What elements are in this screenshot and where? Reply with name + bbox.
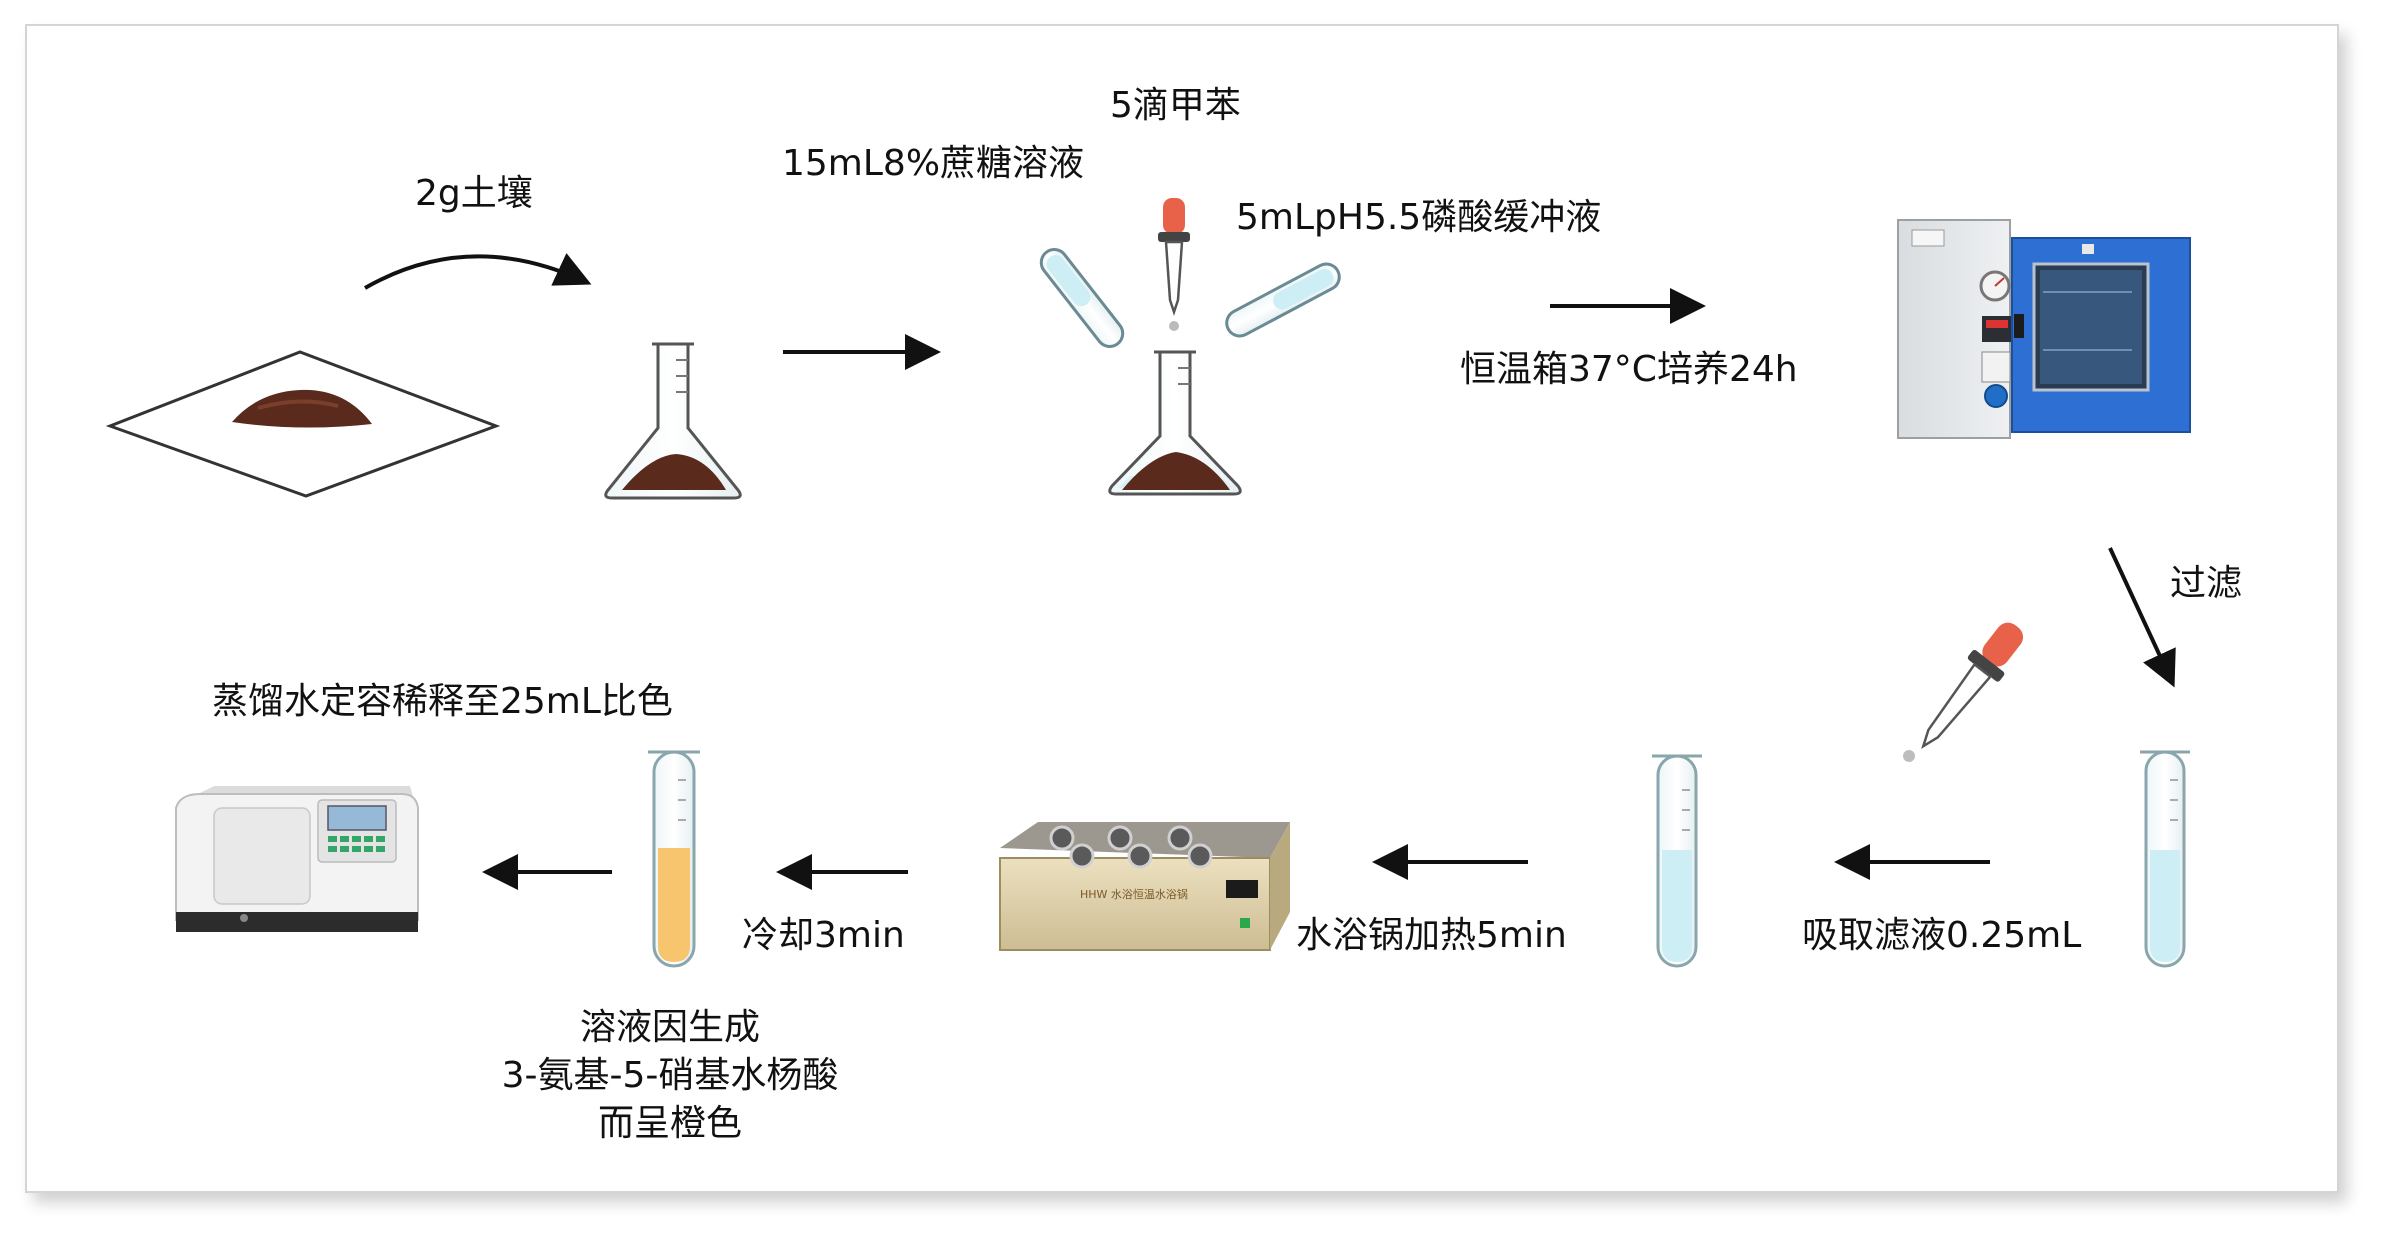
label-result-line-2: 3-氨基-5-硝基水杨酸	[501, 1055, 839, 1096]
filtrate-tube	[2140, 750, 2190, 968]
spectrophotometer	[175, 786, 419, 932]
reagent-tube-right	[1225, 262, 1341, 338]
label-incubate: 恒温箱37°C培养24h	[1460, 349, 1798, 390]
bath-plate-text: HHW 水浴恒温水浴锅	[1080, 888, 1188, 901]
pipette-dropper	[1903, 622, 2024, 762]
label-soil: 2g土壤	[415, 173, 533, 214]
curved-arrow	[364, 253, 592, 290]
water-bath: HHW 水浴恒温水浴锅	[999, 822, 1290, 951]
arrow-filter	[2108, 547, 2176, 688]
label-result-line-3: 而呈橙色	[597, 1103, 742, 1144]
label-heat: 水浴锅加热5min	[1296, 915, 1567, 956]
label-buffer: 5mLpH5.5磷酸缓冲液	[1236, 197, 1602, 238]
label-result: 溶液因生成 3-氨基-5-硝基水杨酸 而呈橙色	[430, 1006, 910, 1146]
soil-on-paper	[105, 350, 501, 498]
sample-tube	[1652, 754, 1702, 968]
label-sucrose: 15mL8%蔗糖溶液	[782, 143, 1085, 184]
label-cool: 冷却3min	[742, 915, 905, 956]
orange-solution-tube	[648, 750, 700, 968]
label-filter: 过滤	[2170, 563, 2243, 604]
label-toluene: 5滴甲苯	[1110, 85, 1241, 126]
label-take: 吸取滤液0.25mL	[1802, 915, 2082, 956]
label-result-line-1: 溶液因生成	[579, 1007, 760, 1048]
flask-with-reagents	[1108, 350, 1242, 496]
flask-with-soil	[604, 342, 742, 500]
toluene-dropper	[1158, 198, 1190, 331]
reagent-tube-left	[1039, 248, 1125, 348]
incubator-oven	[1897, 219, 2191, 439]
label-dilute: 蒸馏水定容稀释至25mL比色	[212, 681, 673, 722]
